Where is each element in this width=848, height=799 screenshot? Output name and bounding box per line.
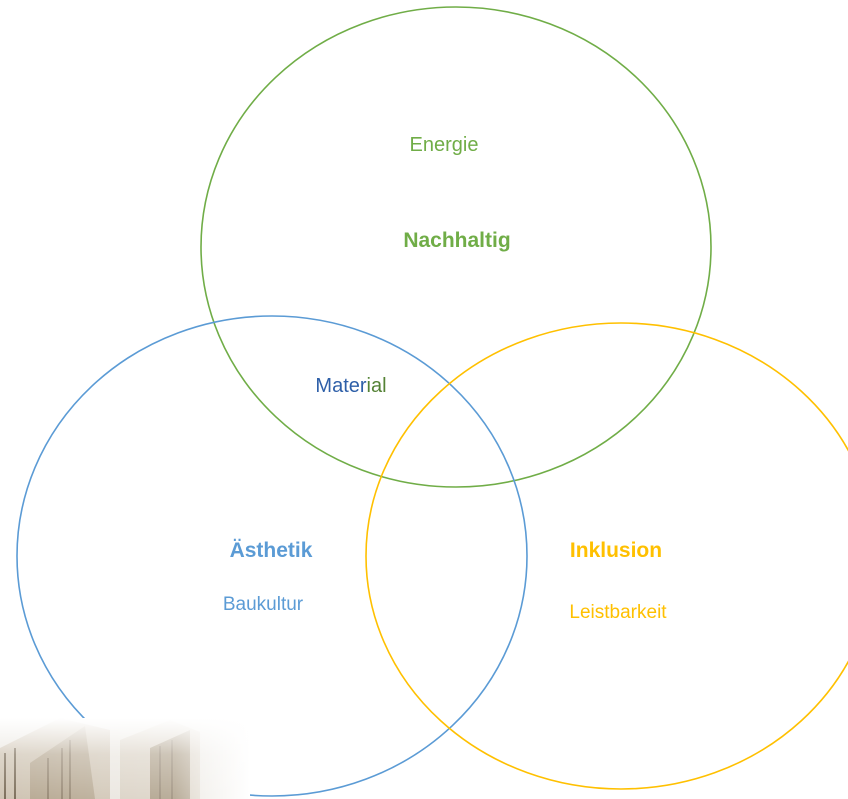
- building-photo-fragment: [0, 718, 250, 799]
- inklusion-title: Inklusion: [570, 539, 662, 562]
- circle-nachhaltig: [200, 6, 712, 488]
- circle-aesthetik: [16, 315, 528, 797]
- overlap-label-blue-part: Mater: [315, 375, 366, 397]
- circle-inklusion: [365, 322, 848, 790]
- nachhaltig-subtitle: Energie: [410, 134, 479, 156]
- aesthetik-title: Ästhetik: [230, 539, 313, 562]
- overlap-label-material: Material: [315, 375, 386, 397]
- inklusion-subtitle: Leistbarkeit: [569, 602, 667, 623]
- nachhaltig-title: Nachhaltig: [403, 229, 510, 252]
- aesthetik-subtitle: Baukultur: [223, 594, 304, 615]
- overlap-label-green-part: ial: [367, 375, 387, 397]
